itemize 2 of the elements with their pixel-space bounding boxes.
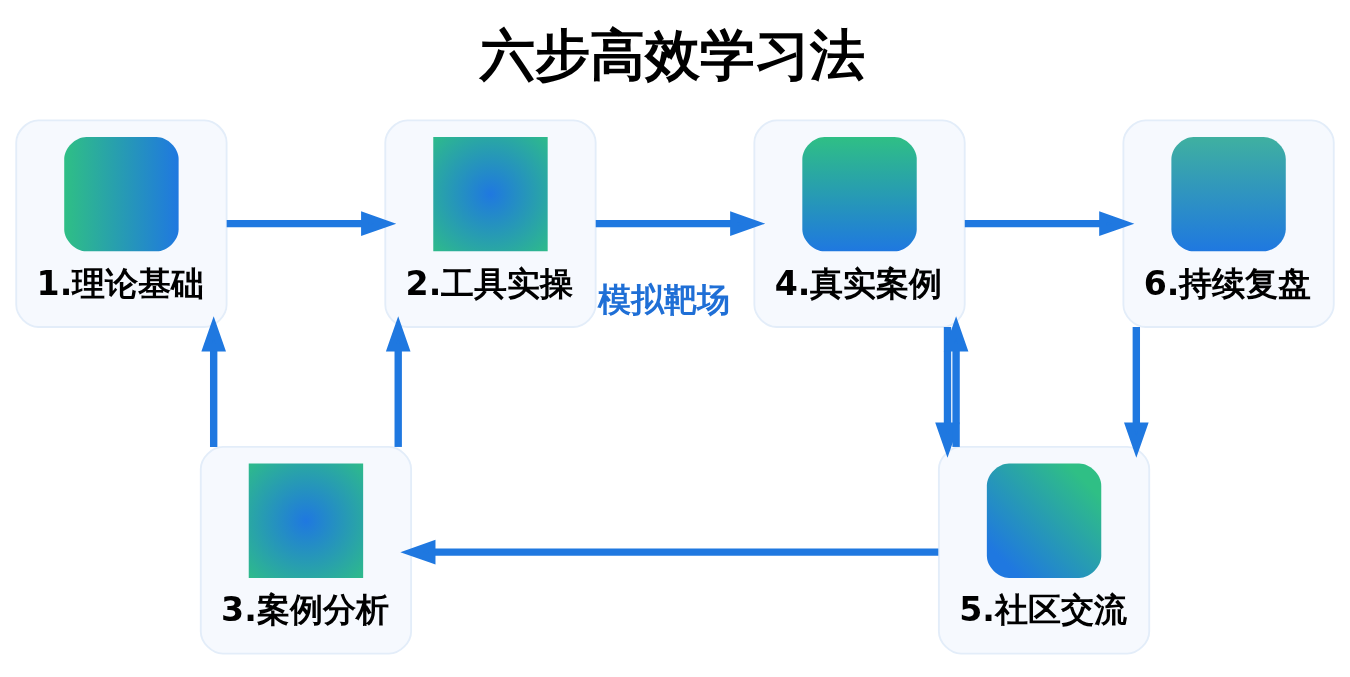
edge-label: 模拟靶场 [598,279,731,319]
diagram-title: 六步高效学习法 [480,22,866,87]
